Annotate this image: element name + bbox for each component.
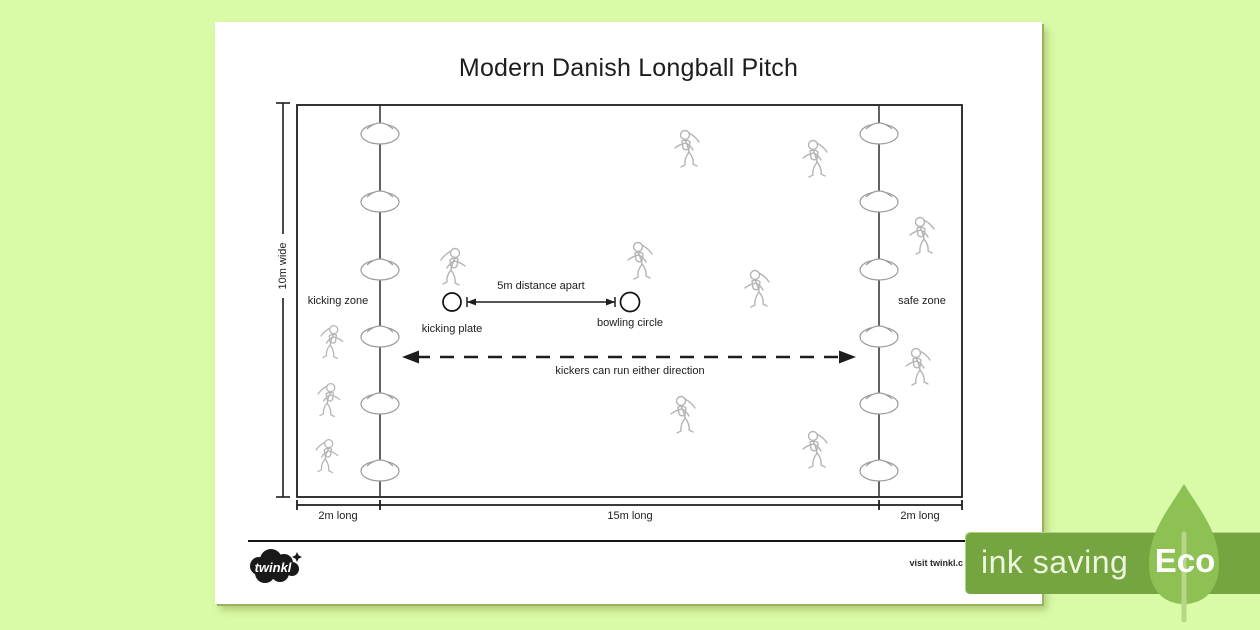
pitch-outline	[296, 104, 963, 498]
page-title: Modern Danish Longball Pitch	[458, 54, 799, 82]
run-direction-arrow	[402, 350, 856, 364]
cone-icon	[859, 122, 899, 145]
cone-icon	[360, 459, 400, 482]
visit-twinkl-text: visit twinkl.c	[909, 558, 963, 568]
player-icon	[802, 430, 828, 469]
right-length-label: 2m long	[900, 510, 940, 522]
player-icon	[315, 439, 339, 474]
width-dimension-line	[276, 102, 290, 498]
cone-icon	[859, 190, 899, 213]
player-icon	[674, 129, 700, 168]
player-icon	[744, 269, 770, 308]
cone-icon	[859, 392, 899, 415]
cone-icon	[360, 392, 400, 415]
run-direction-label: kickers can run either direction	[555, 365, 705, 377]
middle-length-label: 15m long	[607, 510, 653, 522]
player-icon	[670, 395, 696, 434]
footer-divider	[248, 540, 1009, 542]
bowling-circle	[619, 291, 641, 313]
cone-icon	[859, 459, 899, 482]
distance-dimension-line	[466, 297, 616, 307]
player-icon	[909, 216, 935, 255]
document-page	[215, 22, 1042, 604]
cone-icon	[859, 258, 899, 281]
width-label: 10m wide	[277, 242, 289, 290]
cone-icon	[360, 258, 400, 281]
kicking-plate-label: kicking plate	[421, 323, 483, 335]
ink-saving-label: ink saving	[981, 544, 1129, 580]
cone-icon	[360, 122, 400, 145]
twinkl-logo: twinkl	[250, 549, 302, 583]
player-icon	[905, 347, 931, 386]
player-icon	[627, 241, 653, 280]
player-icon	[317, 383, 341, 418]
safe-zone-label: safe zone	[898, 295, 946, 307]
cone-icon	[859, 325, 899, 348]
eco-label: Eco	[1154, 542, 1216, 579]
bowling-circle-label: bowling circle	[596, 317, 664, 329]
player-icon	[440, 247, 466, 286]
player-icon	[802, 139, 828, 178]
twinkl-logo-text: twinkl	[255, 560, 292, 575]
left-length-label: 2m long	[318, 510, 358, 522]
kicking-plate-circle	[442, 292, 462, 312]
cone-icon	[360, 190, 400, 213]
distance-label: 5m distance apart	[497, 280, 585, 292]
cone-icon	[360, 325, 400, 348]
player-icon	[320, 325, 344, 360]
leaf-icon	[1144, 482, 1224, 624]
twinkl-cloud-icon	[250, 549, 302, 583]
kicking-zone-label: kicking zone	[307, 295, 369, 307]
length-dimension-line	[296, 500, 963, 510]
